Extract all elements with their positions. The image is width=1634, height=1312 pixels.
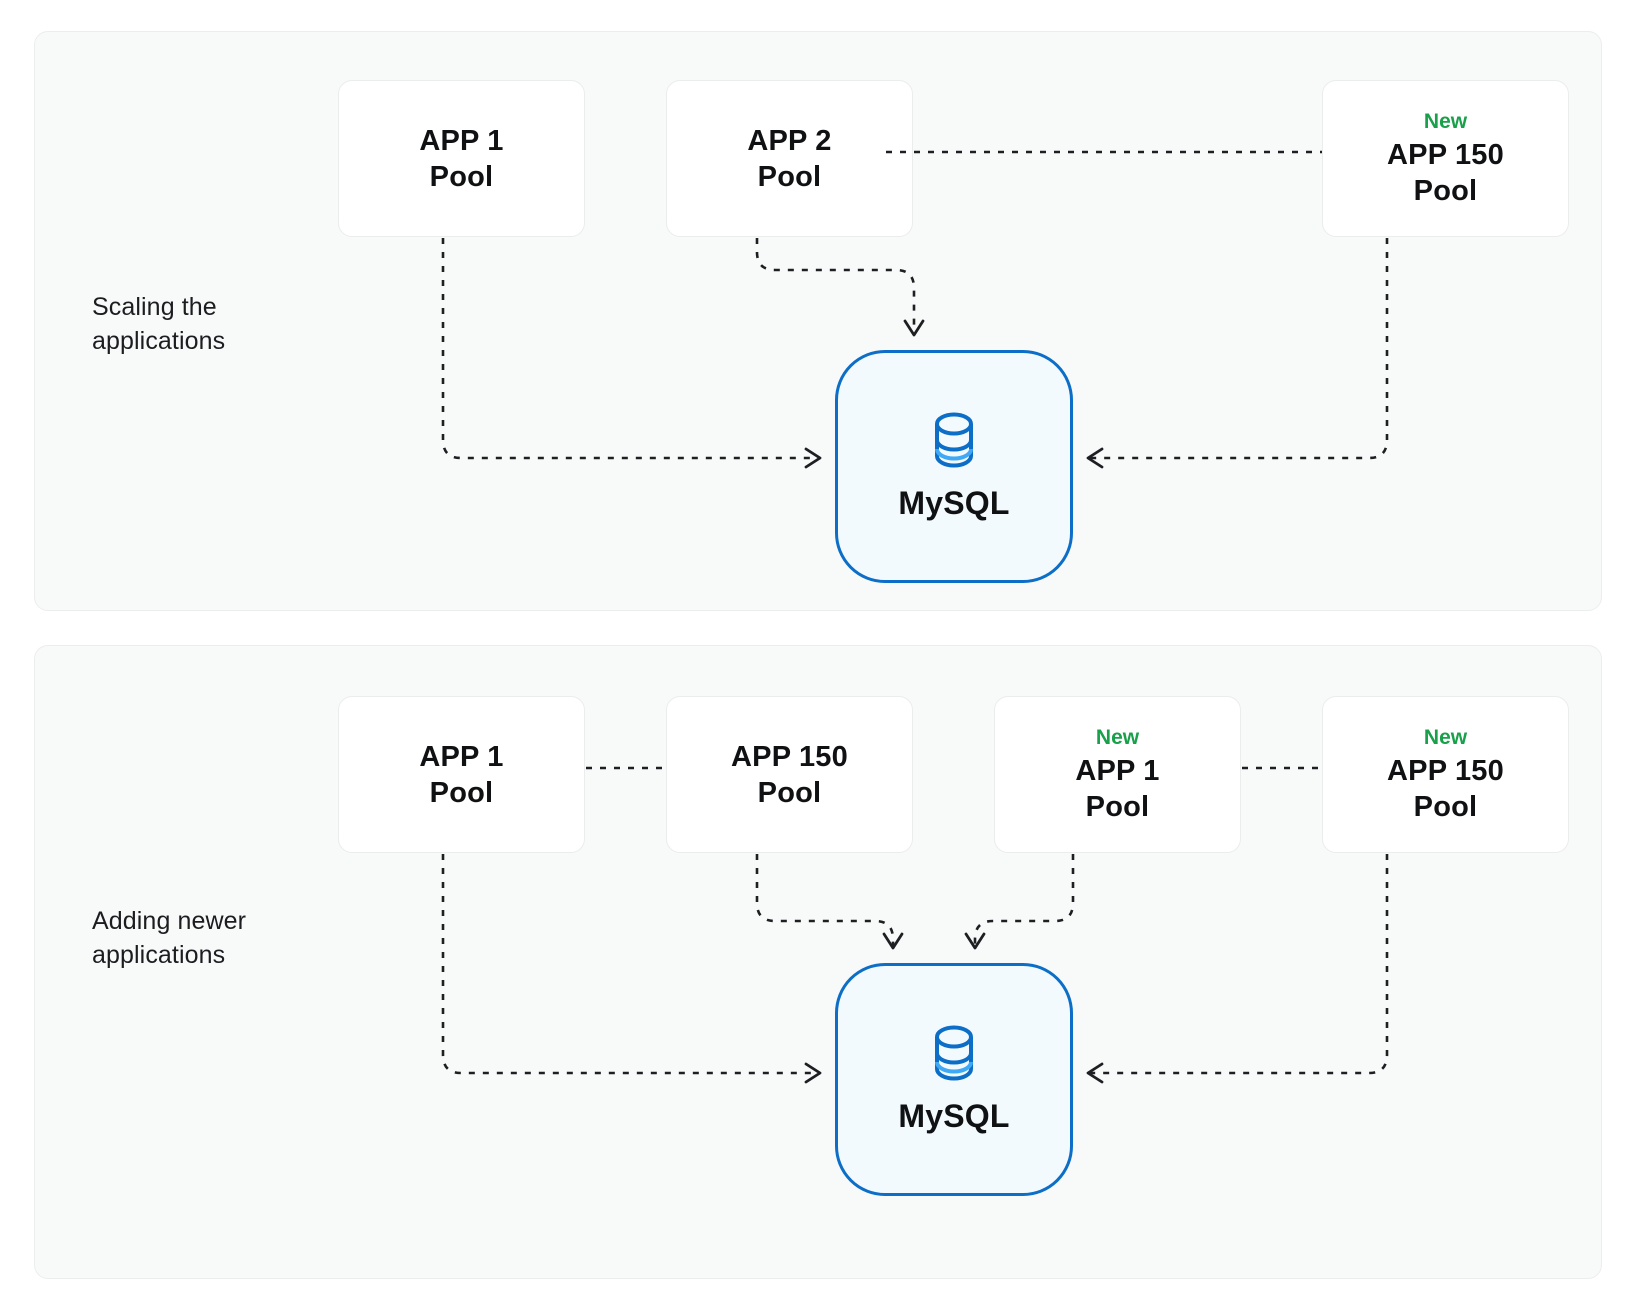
node-title: MySQL: [898, 1098, 1010, 1134]
node-title: APP 1 Pool: [1075, 754, 1160, 823]
new-badge: New: [1423, 109, 1468, 133]
node-title: APP 1 Pool: [419, 124, 504, 193]
new-badge: New: [1095, 725, 1140, 749]
node-p1-app2[interactable]: APP 2 Pool: [666, 80, 913, 237]
node-p1-app150[interactable]: New APP 150 Pool: [1322, 80, 1569, 237]
panel-label-scaling: Scaling the applications: [92, 293, 226, 355]
database-icon: [929, 411, 979, 474]
node-title: APP 150 Pool: [1387, 138, 1504, 207]
panel-label-adding: Adding newer applications: [92, 907, 247, 969]
node-p1-app1[interactable]: APP 1 Pool: [338, 80, 585, 237]
node-title: APP 150 Pool: [731, 740, 848, 809]
node-p2-mysql[interactable]: MySQL: [835, 963, 1073, 1196]
node-title: MySQL: [898, 485, 1010, 521]
node-p1-mysql[interactable]: MySQL: [835, 350, 1073, 583]
node-p2-app1[interactable]: APP 1 Pool: [338, 696, 585, 853]
node-title: APP 150 Pool: [1387, 754, 1504, 823]
node-p2-app150[interactable]: APP 150 Pool: [666, 696, 913, 853]
new-badge: New: [1423, 725, 1468, 749]
node-title: APP 1 Pool: [419, 740, 504, 809]
node-p2-newapp150[interactable]: New APP 150 Pool: [1322, 696, 1569, 853]
node-p2-newapp1[interactable]: New APP 1 Pool: [994, 696, 1241, 853]
database-icon: [929, 1024, 979, 1087]
node-title: APP 2 Pool: [747, 124, 832, 193]
